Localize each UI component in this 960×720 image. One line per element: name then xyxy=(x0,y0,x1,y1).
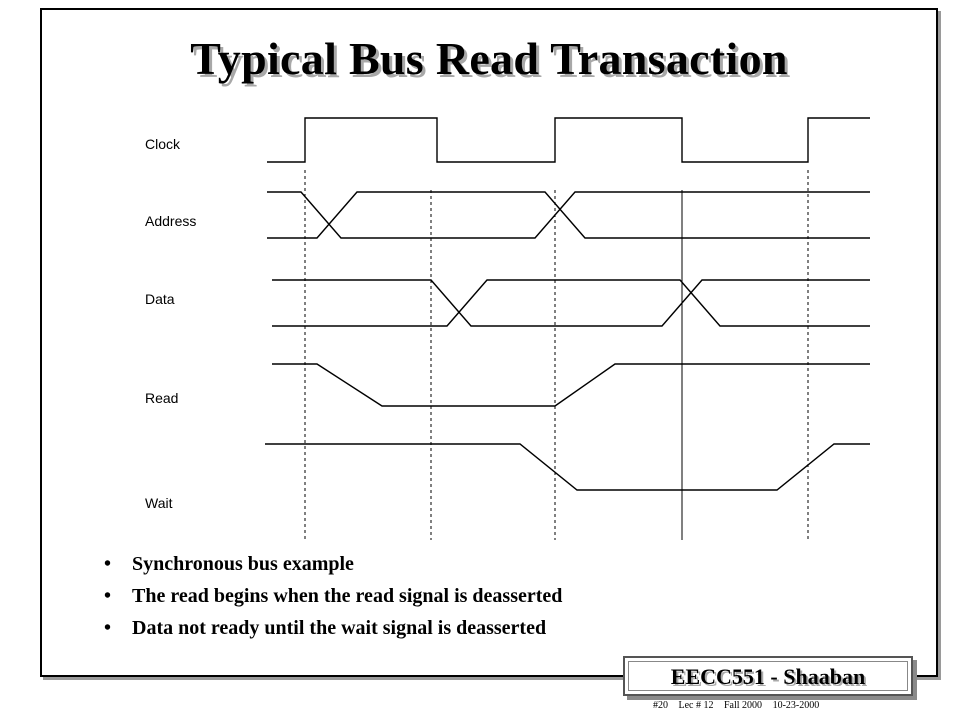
bullet-glyph: • xyxy=(104,617,112,639)
bullet-text: The read begins when the read signal is … xyxy=(132,585,563,607)
slide-title: Typical Bus Read Transaction xyxy=(190,33,788,84)
bullet-glyph: • xyxy=(104,585,112,607)
bullet-item: • Synchronous bus example xyxy=(104,548,562,580)
signal-label-wait: Wait xyxy=(145,495,173,511)
footer-term: Fall 2000 xyxy=(724,700,763,711)
bullet-text: Synchronous bus example xyxy=(132,553,354,575)
footer-date: 10-23-2000 xyxy=(772,700,820,711)
course-badge-text: EECC551 - Shaaban xyxy=(628,661,908,691)
read-waveform xyxy=(272,363,870,407)
signal-label-clock: Clock xyxy=(145,136,181,152)
slide-frame: Typical Bus Read Transaction Clock Addre… xyxy=(40,8,938,677)
signal-label-read: Read xyxy=(145,390,178,406)
bullet-glyph: • xyxy=(104,553,112,575)
course-badge: EECC551 - Shaaban xyxy=(623,656,913,696)
signal-label-data: Data xyxy=(145,291,175,307)
bullet-text: Data not ready until the wait signal is … xyxy=(132,617,547,639)
wait-waveform xyxy=(265,443,870,491)
timing-diagram: Clock Address Data Read Wait xyxy=(145,117,870,540)
footer-slide-number: #20 xyxy=(653,700,668,711)
footer-lecture: Lec # 12 xyxy=(678,700,714,711)
clock-waveform xyxy=(267,117,870,163)
signal-label-address: Address xyxy=(145,213,196,229)
reference-lines xyxy=(304,170,809,540)
slide-footer: #20 Lec # 12 Fall 2000 10-23-2000 xyxy=(653,700,827,711)
bullet-item: • Data not ready until the wait signal i… xyxy=(104,612,562,644)
bullet-list: • Synchronous bus example • The read beg… xyxy=(104,548,562,644)
address-waveform-lower xyxy=(267,191,677,239)
data-waveform-lower xyxy=(272,279,870,327)
data-waveform-upper xyxy=(272,279,870,327)
bullet-item: • The read begins when the read signal i… xyxy=(104,580,562,612)
address-waveform-upper xyxy=(267,191,677,239)
